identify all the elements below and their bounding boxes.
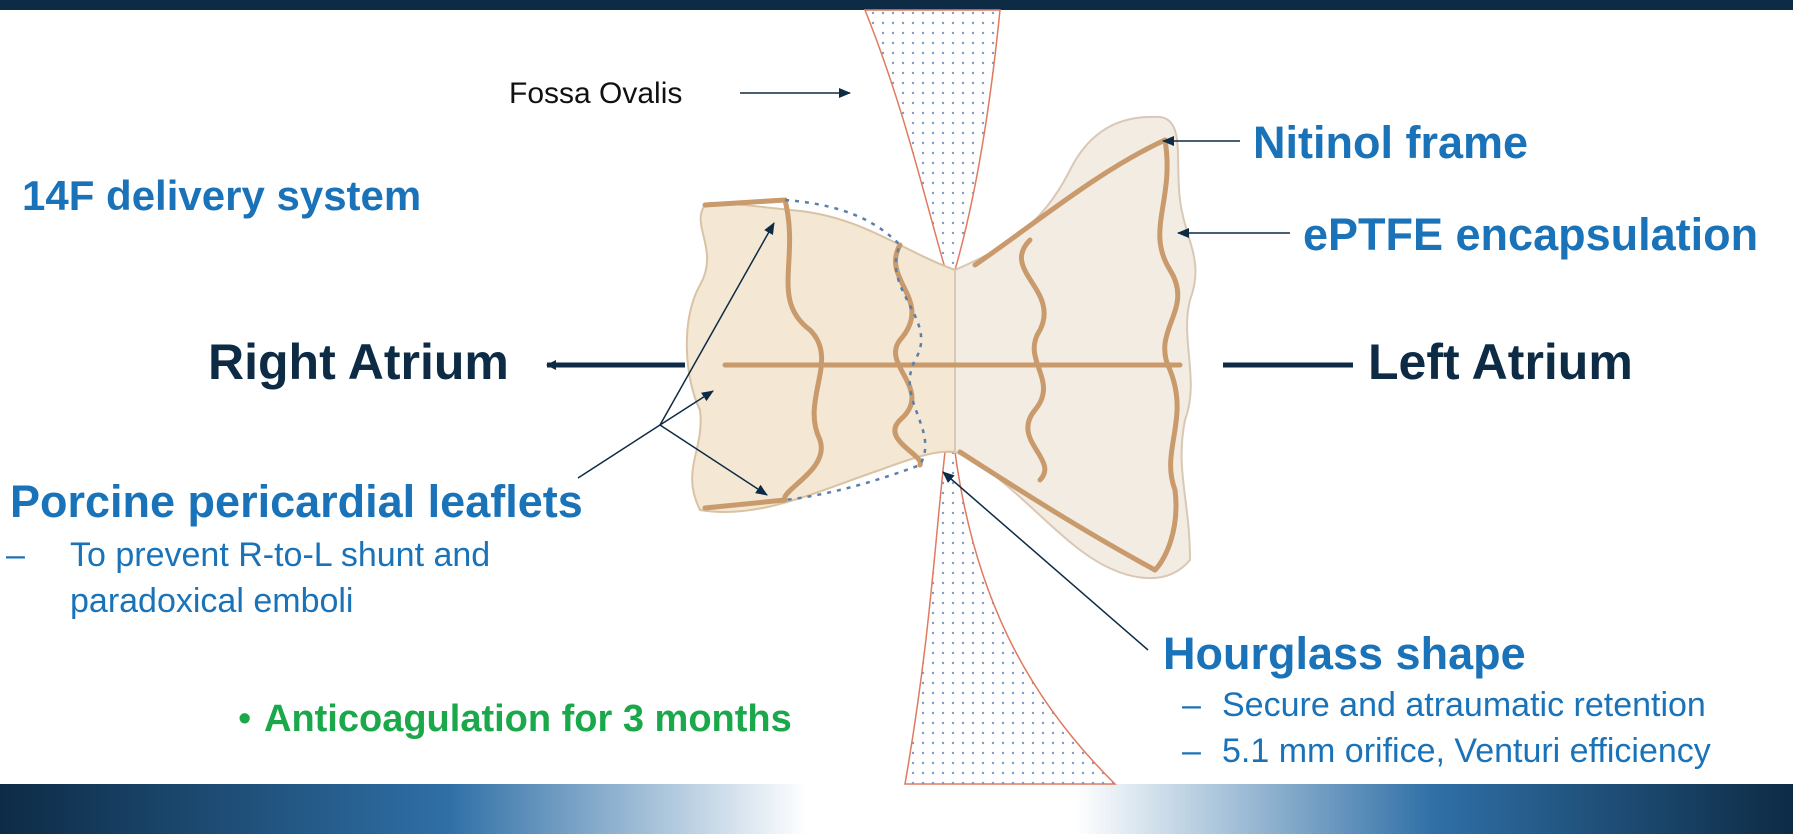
eptfe-encapsulation-label: ePTFE encapsulation bbox=[1303, 209, 1758, 261]
porcine-bullet-1: To prevent R-to-L shunt and bbox=[70, 536, 490, 575]
anticoagulation-bullet-dot: • bbox=[238, 698, 251, 741]
left-atrium-label: Left Atrium bbox=[1368, 333, 1633, 391]
porcine-bullet-2: paradoxical emboli bbox=[70, 582, 354, 621]
hourglass-bullet-1: Secure and atraumatic retention bbox=[1222, 686, 1706, 725]
hourglass-bullet-dash-1: – bbox=[1182, 686, 1201, 725]
right-atrium-label: Right Atrium bbox=[208, 333, 509, 391]
hourglass-shape-title: Hourglass shape bbox=[1163, 628, 1526, 680]
hourglass-bullet-dash-2: – bbox=[1182, 732, 1201, 771]
hourglass-bullet-2: 5.1 mm orifice, Venturi efficiency bbox=[1222, 732, 1711, 771]
septum-top bbox=[865, 10, 1000, 270]
fossa-ovalis-label: Fossa Ovalis bbox=[509, 77, 682, 111]
device-left-flare bbox=[955, 117, 1195, 578]
porcine-leaflets-title: Porcine pericardial leaflets bbox=[10, 476, 583, 528]
delivery-system-label: 14F delivery system bbox=[22, 172, 421, 220]
porcine-bullet-dash: – bbox=[6, 536, 25, 575]
anticoagulation-label: Anticoagulation for 3 months bbox=[264, 698, 792, 741]
nitinol-frame-label: Nitinol frame bbox=[1253, 117, 1528, 169]
